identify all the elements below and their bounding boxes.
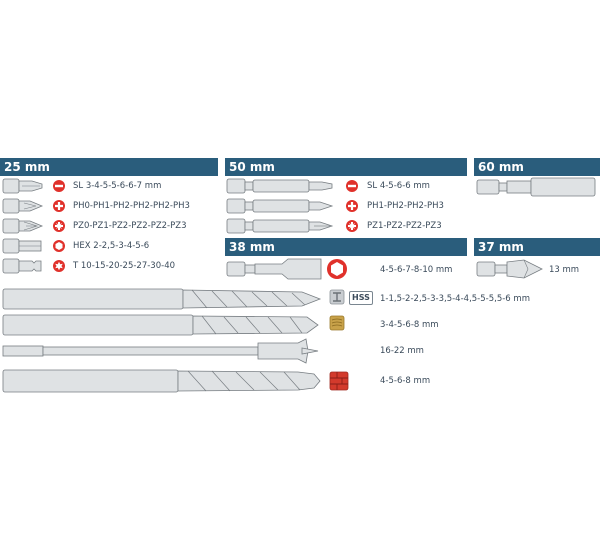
- section-header-60mm: 60 mm: [474, 158, 600, 176]
- bit-50mm-pz-label: PZ1-PZ2-PZ2-PZ3: [367, 221, 442, 231]
- nut-setter-label: 4-5-6-7-8-10 mm: [380, 265, 453, 275]
- torx-icon: [53, 260, 65, 272]
- bit-50mm-ph-label: PH1-PH2-PH2-PH3: [367, 201, 444, 211]
- section-header-37mm: 37 mm: [474, 238, 600, 256]
- bit-25mm-hex-label: HEX 2-2,5-3-4-5-6: [73, 241, 150, 251]
- bit-50mm-sl: [226, 178, 333, 194]
- nut-setter-38mm: [226, 258, 322, 280]
- flat-wood-bit: [2, 338, 319, 364]
- bit-25mm-pz: [2, 218, 44, 234]
- section-header-25mm: 25 mm: [0, 158, 218, 176]
- masonry-drill-label: 4-5-6-8 mm: [380, 376, 431, 386]
- bit-25mm-ph-label: PH0-PH1-PH2-PH2-PH2-PH3: [73, 201, 190, 211]
- slotted-icon: [346, 180, 358, 192]
- wood-drill-label: 3-4-5-6-8 mm: [380, 320, 439, 330]
- section-header-50mm: 50 mm: [225, 158, 467, 176]
- countersink-37mm: [476, 259, 543, 279]
- wood-material-icon: [329, 315, 345, 331]
- bit-25mm-torx-label: T 10-15-20-25-27-30-40: [73, 261, 176, 271]
- metal-drill-bit: [2, 288, 322, 310]
- bit-25mm-hex: [2, 238, 42, 254]
- bit-25mm-pz-label: PZ0-PZ1-PZ2-PZ2-PZ2-PZ3: [73, 221, 187, 231]
- section-header-38mm: 38 mm: [225, 238, 467, 256]
- bit-50mm-ph: [226, 198, 334, 214]
- phillips-icon: [346, 200, 358, 212]
- slotted-icon: [53, 180, 65, 192]
- bit-25mm-torx: [2, 258, 42, 274]
- masonry-drill-bit: [2, 369, 321, 393]
- metal-material-icon: [329, 289, 345, 305]
- masonry-material-icon: [329, 371, 349, 391]
- bit-50mm-pz: [226, 218, 334, 234]
- hex-icon: [53, 240, 65, 252]
- bit-25mm-ph: [2, 198, 44, 214]
- bit-holder-60mm: [476, 177, 596, 197]
- pozidriv-icon: [53, 220, 65, 232]
- bit-50mm-sl-label: SL 4-5-6-6 mm: [367, 181, 430, 191]
- wood-drill-bit: [2, 314, 319, 336]
- flat-wood-bit-label: 16-22 mm: [380, 346, 424, 356]
- pozidriv-icon: [346, 220, 358, 232]
- bit-25mm-sl: [2, 178, 43, 194]
- countersink-label: 13 mm: [549, 265, 580, 275]
- hss-badge: HSS: [349, 291, 373, 305]
- phillips-icon: [53, 200, 65, 212]
- hex-socket-icon: [327, 259, 347, 279]
- bit-25mm-sl-label: SL 3-4-5-5-6-6-7 mm: [73, 181, 162, 191]
- metal-drill-label: 1-1,5-2-2,5-3-3,5-4-4,5-5-5,5-6 mm: [380, 294, 530, 304]
